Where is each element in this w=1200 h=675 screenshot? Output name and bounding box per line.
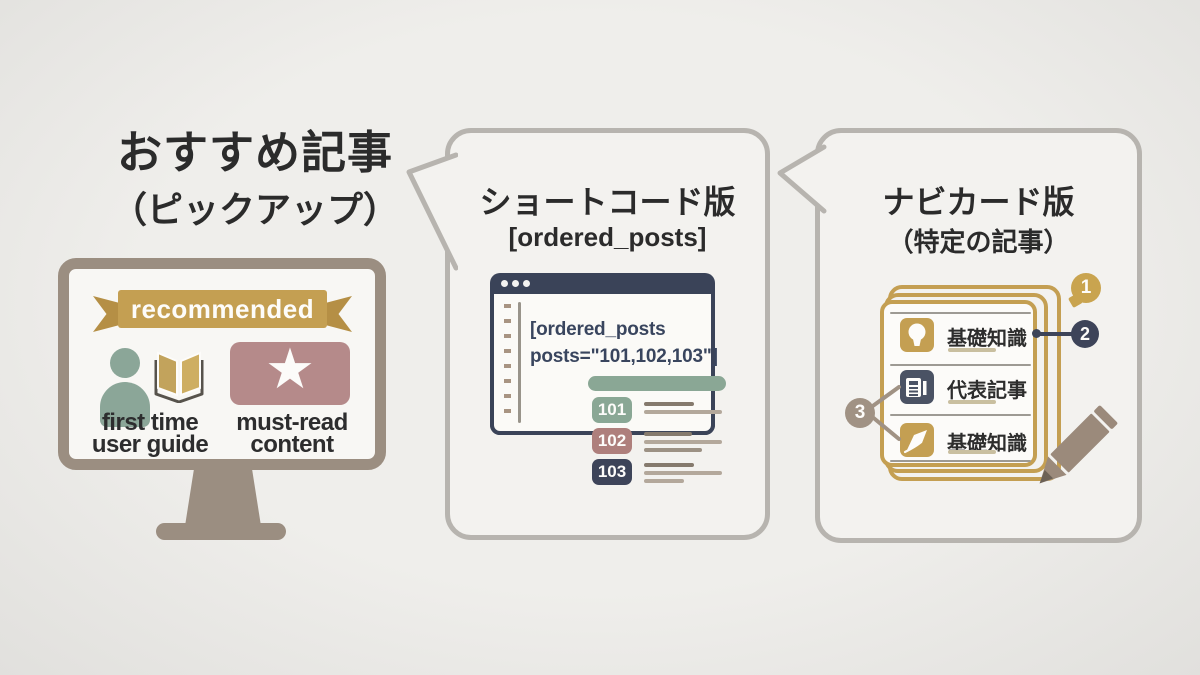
person-icon bbox=[110, 348, 140, 378]
speech-bubble-shortcode: ショートコード版 [ordered_posts] [ordered_posts … bbox=[406, 128, 770, 540]
row-underline bbox=[948, 400, 996, 404]
number-badge-2: 2 bbox=[1071, 320, 1099, 348]
card-row-label: 代表記事 bbox=[947, 380, 1027, 402]
post-id-badge: 103 bbox=[592, 459, 632, 485]
lightbulb-icon bbox=[900, 318, 934, 352]
monitor-stand-base bbox=[156, 523, 286, 540]
post-row-102: 102 bbox=[592, 428, 732, 456]
card-divider bbox=[890, 312, 1031, 314]
shortcode-bubble-title: ショートコード版 [ordered_posts] bbox=[479, 184, 736, 253]
connector-line-2 bbox=[1035, 332, 1075, 336]
post-id-badge: 101 bbox=[592, 397, 632, 423]
main-title: おすすめ記事 （ピックアップ） bbox=[70, 128, 440, 233]
placeholder-line bbox=[644, 440, 722, 444]
gutter-divider bbox=[518, 302, 521, 423]
shortcode-snippet: [ordered_posts posts="101,102,103"] bbox=[530, 316, 718, 370]
monitor-stand-neck bbox=[185, 468, 261, 526]
row-underline bbox=[948, 450, 996, 454]
row-underline bbox=[948, 348, 996, 352]
post-id-badge: 102 bbox=[592, 428, 632, 454]
bubble-tail-icon bbox=[777, 144, 827, 214]
card-divider bbox=[890, 364, 1031, 366]
ordered-post-list: 101 102 103 bbox=[588, 376, 738, 506]
main-title-line1: おすすめ記事 bbox=[116, 127, 393, 178]
number-badge-1: 1 bbox=[1071, 273, 1101, 303]
connector-lines-3 bbox=[868, 385, 901, 441]
must-read-content-label: must-read content bbox=[236, 409, 348, 458]
placeholder-line bbox=[644, 410, 722, 414]
code-line-2: posts="101,102,103"] bbox=[530, 346, 718, 367]
person-icon-body bbox=[100, 382, 150, 427]
pencil-icon bbox=[1039, 405, 1118, 484]
open-book-icon bbox=[154, 351, 204, 403]
newspaper-icon bbox=[900, 370, 934, 404]
post-list-header bbox=[588, 376, 726, 391]
star-icon: ★ bbox=[264, 337, 316, 402]
card-divider bbox=[890, 414, 1031, 416]
window-dots-icon bbox=[501, 280, 530, 287]
card-row-label: 基礎知識 bbox=[947, 328, 1027, 350]
placeholder-line bbox=[644, 471, 722, 475]
card-row-label: 基礎知識 bbox=[947, 433, 1027, 455]
must-read-card: ★ bbox=[230, 342, 350, 405]
placeholder-line bbox=[644, 448, 702, 452]
navi-card: 基礎知識 代表記事 基礎知識 bbox=[880, 300, 1037, 467]
speech-bubble-navicard: ナビカード版 （特定の記事） 基礎知識 bbox=[777, 128, 1142, 543]
number-badge-3: 3 bbox=[845, 398, 875, 428]
placeholder-line bbox=[644, 479, 684, 483]
bubble-tail-icon bbox=[406, 152, 458, 271]
main-title-line2: （ピックアップ） bbox=[110, 188, 399, 230]
post-row-103: 103 bbox=[592, 459, 732, 487]
monitor: recommended ★ first time user guide must… bbox=[58, 258, 386, 470]
pen-icon bbox=[900, 423, 934, 457]
line-number-gutter bbox=[504, 304, 511, 421]
recommended-ribbon: recommended bbox=[118, 290, 327, 328]
placeholder-line bbox=[644, 432, 692, 436]
navicard-bubble-title: ナビカード版 （特定の記事） bbox=[882, 184, 1075, 258]
placeholder-line bbox=[644, 463, 694, 467]
code-line-1: [ordered_posts bbox=[530, 319, 666, 340]
first-time-user-guide-label: first time user guide bbox=[91, 409, 209, 458]
placeholder-line bbox=[644, 402, 694, 406]
post-row-101: 101 bbox=[592, 397, 732, 425]
card-divider bbox=[890, 460, 1031, 462]
